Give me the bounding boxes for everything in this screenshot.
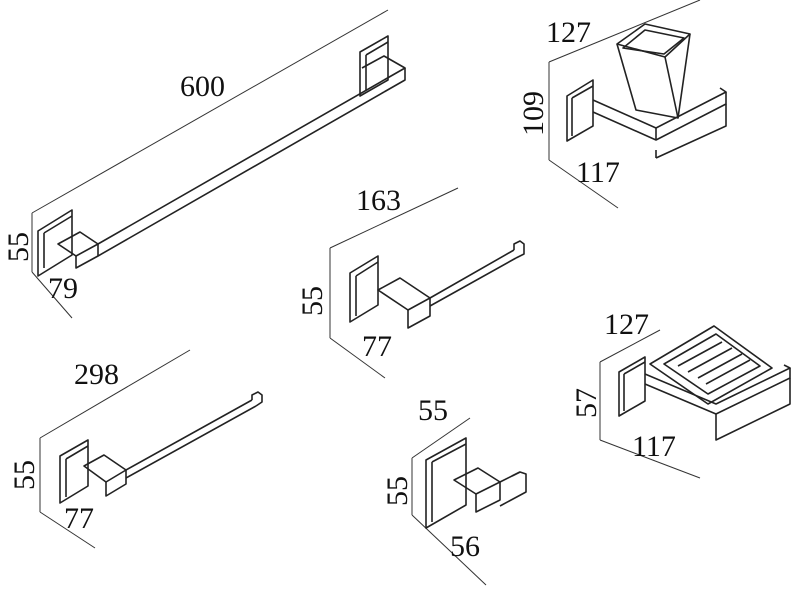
- paper-holder-height-label: 55: [296, 286, 329, 316]
- towel-ring-height-label: 55: [8, 460, 41, 490]
- towel-bar-length-label: 600: [180, 70, 225, 103]
- soap-dish-depth-label: 117: [632, 430, 676, 463]
- robe-hook-height-label: 55: [381, 476, 414, 506]
- tumbler-holder-depth-label: 117: [576, 156, 620, 189]
- tumbler-holder-width-label: 127: [546, 16, 591, 49]
- towel-bar-depth-label: 79: [48, 272, 78, 305]
- towel-bar-height-label: 55: [2, 232, 35, 262]
- tumbler-holder-height-label: 109: [517, 91, 550, 136]
- tumbler-holder-drawing: [548, 0, 727, 209]
- robe-hook-depth-label: 56: [450, 530, 480, 563]
- soap-dish-width-label: 127: [604, 308, 649, 341]
- paper-holder-drawing: [329, 187, 525, 379]
- towel-ring-depth-label: 77: [64, 502, 94, 535]
- soap-dish-height-label: 57: [570, 388, 603, 418]
- paper-holder-depth-label: 77: [362, 330, 392, 363]
- robe-hook-width-label: 55: [418, 394, 448, 427]
- soap-dish-drawing: [599, 325, 791, 479]
- towel-ring-length-label: 298: [74, 358, 119, 391]
- towel-ring-drawing: [39, 349, 263, 549]
- robe-hook-drawing: [411, 417, 527, 586]
- paper-holder-length-label: 163: [356, 184, 401, 217]
- towel-bar-drawing: [31, 9, 406, 319]
